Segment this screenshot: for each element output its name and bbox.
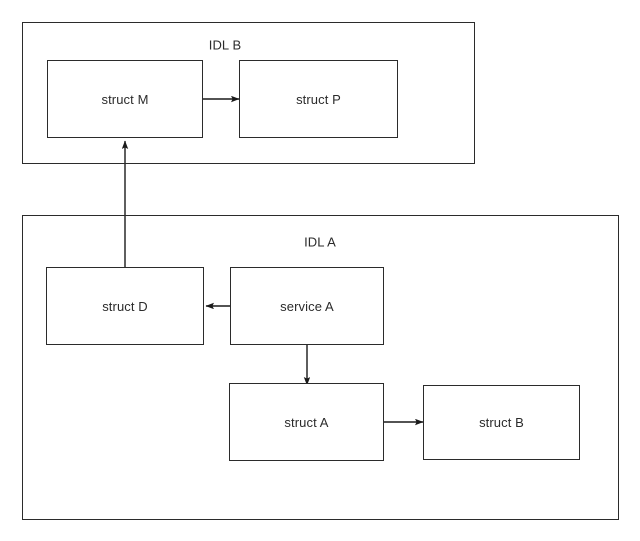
container-idl-b-label: IDL B (208, 37, 242, 53)
container-idl-b[interactable] (22, 22, 475, 164)
node-struct-m-label: struct M (101, 91, 149, 107)
node-struct-d-label: struct D (102, 298, 148, 314)
node-struct-p-label: struct P (296, 91, 341, 107)
node-struct-a-label: struct A (284, 414, 329, 430)
node-struct-p[interactable]: struct P (239, 60, 398, 138)
container-idl-a[interactable] (22, 215, 619, 520)
node-struct-m[interactable]: struct M (47, 60, 203, 138)
node-service-a-label: service A (280, 298, 334, 314)
node-struct-a[interactable]: struct A (229, 383, 384, 461)
container-idl-a-label: IDL A (304, 234, 336, 250)
node-struct-b[interactable]: struct B (423, 385, 580, 460)
node-struct-d[interactable]: struct D (46, 267, 204, 345)
node-service-a[interactable]: service A (230, 267, 384, 345)
node-struct-b-label: struct B (479, 415, 524, 430)
